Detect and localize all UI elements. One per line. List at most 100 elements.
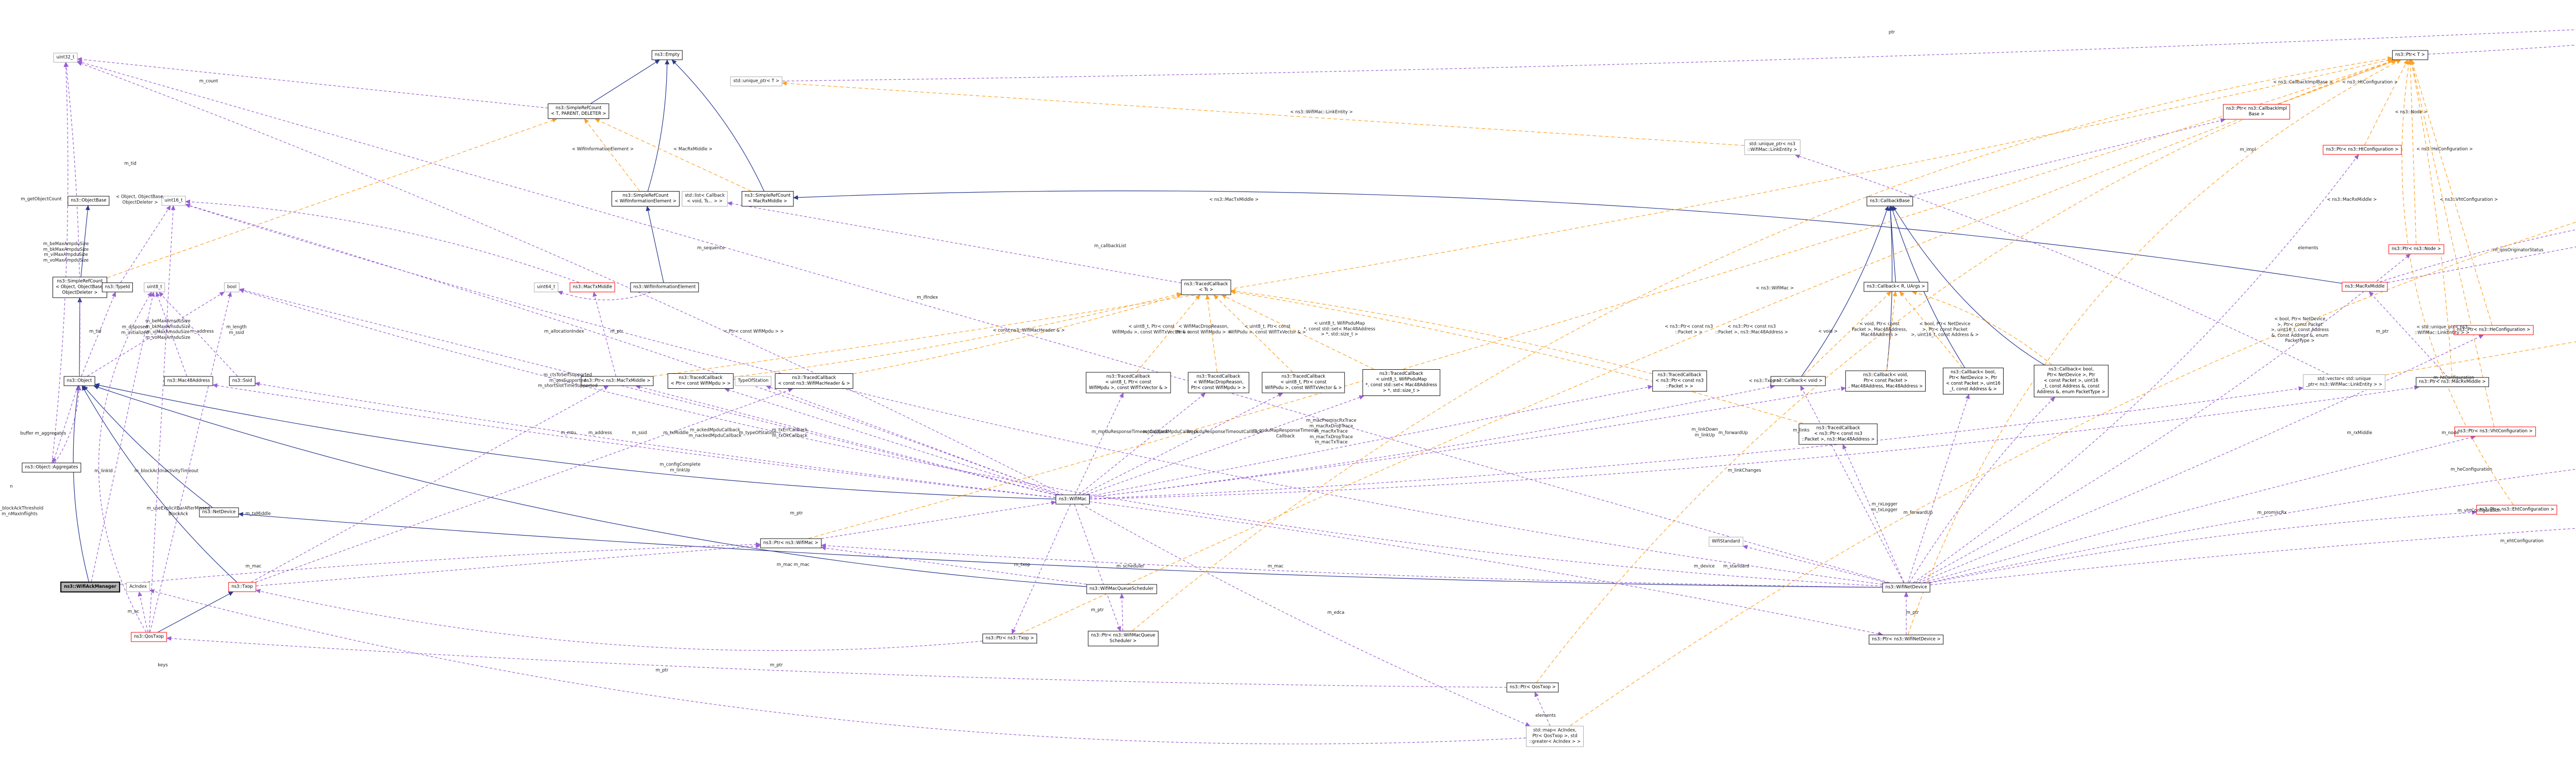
edge-wifinetdevice-tc_packet_mac [1842,444,1905,583]
edge-wifinetdevice-cb_rx [1907,393,1970,583]
node-wifinetdevice[interactable]: ns3::WifiNetDevice [1882,582,1930,593]
node-tc2[interactable]: ns3::TracedCallback < WifiMacDropReason,… [1188,372,1249,393]
node-aggregates[interactable]: ns3::Object::Aggregates [22,462,81,473]
edge-ptr_t-t [2428,44,2576,55]
node-src_mrm[interactable]: ns3::SimpleRefCount < MacRxMiddle > [741,191,794,206]
node-uptr_linkentity[interactable]: std::unique_ptr< ns3 ::WifiMac::LinkEnti… [1744,140,1801,155]
node-ptr_mactxmiddle[interactable]: ns3::Ptr< ns3::MacTxMiddle > [581,376,654,386]
edge-macrxmiddle-bigmap [2380,229,2576,283]
node-ptr_wmqs[interactable]: ns3::Ptr< ns3::WifiMacQueue Scheduler > [1088,631,1159,646]
node-mactxmiddle[interactable]: ns3::MacTxMiddle [569,282,616,292]
node-netdevice[interactable]: ns3::NetDevice [199,507,239,518]
node-ptr_txop[interactable]: ns3::Ptr< ns3::Txop > [982,633,1038,644]
edge-txop-tc_macheader [256,388,793,583]
node-typeid[interactable]: ns3::TypeId [101,282,133,292]
edge-src_tpd-uint32 [77,57,548,109]
edge-ptr_macrxmiddle-macrxmiddle [2368,291,2448,377]
node-tc_ts[interactable]: ns3::TracedCallback < Ts > [1181,280,1231,295]
edge-src_wie-src_tpd [584,118,640,192]
node-tc_packet_mac[interactable]: ns3::TracedCallback < ns3::Ptr< const ns… [1799,423,1878,445]
node-map_acindex[interactable]: std::map< AcIndex, Ptr< QosTxop >, std :… [1526,726,1584,747]
node-qostxop[interactable]: ns3::QosTxop [131,632,167,642]
edge-uptr_linkentity-uniqueptr_t [782,81,1744,146]
edge-wie-uint64 [557,290,651,301]
edge-txop-object [81,385,238,582]
node-object[interactable]: ns3::Object [63,376,95,386]
node-wmqs[interactable]: ns3::WifiMacQueueScheduler [1086,584,1157,594]
node-ptr_heconfig[interactable]: ns3::Ptr< ns3::HeConfiguration > [2453,325,2534,335]
node-tc1[interactable]: ns3::TracedCallback < uint8_t, Ptr< cons… [1086,372,1171,393]
node-ptr_wifimac[interactable]: ns3::Ptr< ns3::WifiMac > [760,538,822,548]
node-ptr_t[interactable]: ns3::Ptr< T > [2392,50,2428,60]
node-bool[interactable]: bool [224,282,240,292]
node-vec_linkentity[interactable]: std::vector< std::unique _ptr< ns3::Wifi… [2303,374,2385,390]
node-ptr_vhtconfig[interactable]: ns3::Ptr< ns3::VhtConfiguration > [2454,426,2536,437]
edge-wifinetdevice-vec_wifiphy [1930,528,2576,585]
edge-wifimac-ptr_macrxmiddle [1089,385,2419,499]
edge-qostxop-acindex [138,591,148,632]
node-cb_fwd[interactable]: ns3::Callback< void, Ptr< const Packet >… [1845,370,1926,392]
node-tc4[interactable]: ns3::TracedCallback < uint8_t, WifiPsduM… [1362,369,1440,396]
node-cb_void[interactable]: ns3::Callback< void > [1770,376,1826,386]
node-uniqueptr_t[interactable]: std::unique_ptr< T > [730,76,783,87]
edge-wifimac-tc3 [1082,392,1283,495]
edge-typeid-uint16 [120,205,171,283]
edge-wifiackmanager-uint8 [91,291,155,582]
node-cb_r_uargs[interactable]: ns3::Callback< R, UArgs > [1863,282,1928,292]
edge-wifimac-typeofstation [766,385,1060,495]
node-acindex[interactable]: AcIndex [126,582,150,592]
node-wifimac[interactable]: ns3::WifiMac [1055,494,1090,505]
edge-cb_promisc-cb_r_uargs [1911,290,2052,365]
edge-ptr_qostxop-ptr_t [1536,59,2397,683]
node-wie[interactable]: ns3::WifiInformationElement [630,282,699,292]
edge-wifiackmanager-object [73,385,89,582]
edge-wifimac-tc2 [1078,392,1206,495]
node-mac48[interactable]: ns3::Mac48Address [164,376,213,386]
edge-wifimac-ptr_mactxmiddle [635,385,1056,495]
node-ptr_htconfig[interactable]: ns3::Ptr< ns3::HtConfiguration > [2323,145,2402,155]
node-src_obj[interactable]: ns3::SimpleRefCount < Object, ObjectBase… [53,277,107,298]
node-src_wie[interactable]: ns3::SimpleRefCount < WifiInformationEle… [612,191,680,206]
node-ssid[interactable]: ns3::Ssid [229,376,256,386]
edge-cb_fwd-cb_r_uargs [1886,291,1897,371]
edge-tc_ts-list_cb [727,201,1181,283]
node-ptr_node[interactable]: ns3::Ptr< ns3::Node > [2388,244,2444,254]
edge-wifinetdevice-ptr_ehtconfig [1930,510,2477,583]
node-uint8[interactable]: uint8_t [144,282,165,292]
node-callbackbase[interactable]: ns3::CallbackBase [1867,196,1913,206]
node-tc5[interactable]: ns3::TracedCallback < ns3::Ptr< const ns… [1652,370,1707,392]
edge-wifimac-ptr_wifinetdevice [1089,501,1884,636]
node-typeofstation[interactable]: TypeOfStation [735,376,772,386]
node-objectbase[interactable]: ns3::ObjectBase [67,196,110,206]
node-uint16[interactable]: uint16_t [161,196,186,206]
edge-wifinetdevice-ptr_node [1915,253,2411,583]
edge-ptr_wifinetdevice-ptr_t [1907,59,2401,635]
node-cb_promisc[interactable]: ns3::Callback< bool, Ptr< NetDevice >, P… [2033,365,2109,398]
node-uint64[interactable]: uint64_t [534,282,558,292]
node-txop[interactable]: ns3::Txop [228,582,256,592]
node-ptr_qostxop[interactable]: ns3::Ptr< QosTxop > [1506,682,1559,693]
node-list_cb[interactable]: std::list< Callback < void, Ts... > > [682,191,728,206]
node-tc_wifimpdu[interactable]: ns3::TracedCallback < Ptr< const WifiMpd… [667,373,734,389]
node-empty[interactable]: ns3::Empty [651,50,683,60]
edge-macrxmiddle-src_mrm [793,190,2342,284]
node-wifistandard[interactable]: WifiStandard [1708,537,1743,547]
node-tc3[interactable]: ns3::TracedCallback < uint8_t, Ptr< cons… [1262,372,1345,393]
edge-ptr_ehtconfig-ptr_t [2401,59,2514,505]
node-ptr_macrxmiddle[interactable]: ns3::Ptr< ns3::MacRxMiddle > [2416,377,2489,387]
node-tc_macheader[interactable]: ns3::TracedCallback < const ns3::WifiMac… [775,373,853,389]
node-ptr_cbimplbase[interactable]: ns3::Ptr< ns3::CallbackImpl Base > [2223,104,2291,119]
node-macrxmiddle[interactable]: ns3::MacRxMiddle [2342,282,2388,292]
edge-ptr_txop-txop [255,589,983,651]
node-ptr_wifinetdevice[interactable]: ns3::Ptr< ns3::WifiNetDevice > [1869,634,1944,645]
edge-tc_wifimpdu-tc_ts [733,292,1182,377]
edge-txop-ptr_mactxmiddle [251,385,609,583]
edge-wifimac-tc1 [1074,392,1124,495]
node-wifiackmanager[interactable]: ns3::WifiAckManager [60,581,120,593]
node-ptr_ehtconfig[interactable]: ns3::Ptr< ns3::EhtConfiguration > [2476,505,2557,515]
edge-tc_packet_mac-tc_ts [1230,290,1803,424]
node-cb_rx[interactable]: ns3::Callback< bool, Ptr< NetDevice >, P… [1943,368,2004,394]
node-uint32[interactable]: uint32_t [53,53,78,63]
edge-src_wie-empty [647,59,670,192]
node-src_tpd[interactable]: ns3::SimpleRefCount < T, PARENT, DELETER… [548,104,609,119]
